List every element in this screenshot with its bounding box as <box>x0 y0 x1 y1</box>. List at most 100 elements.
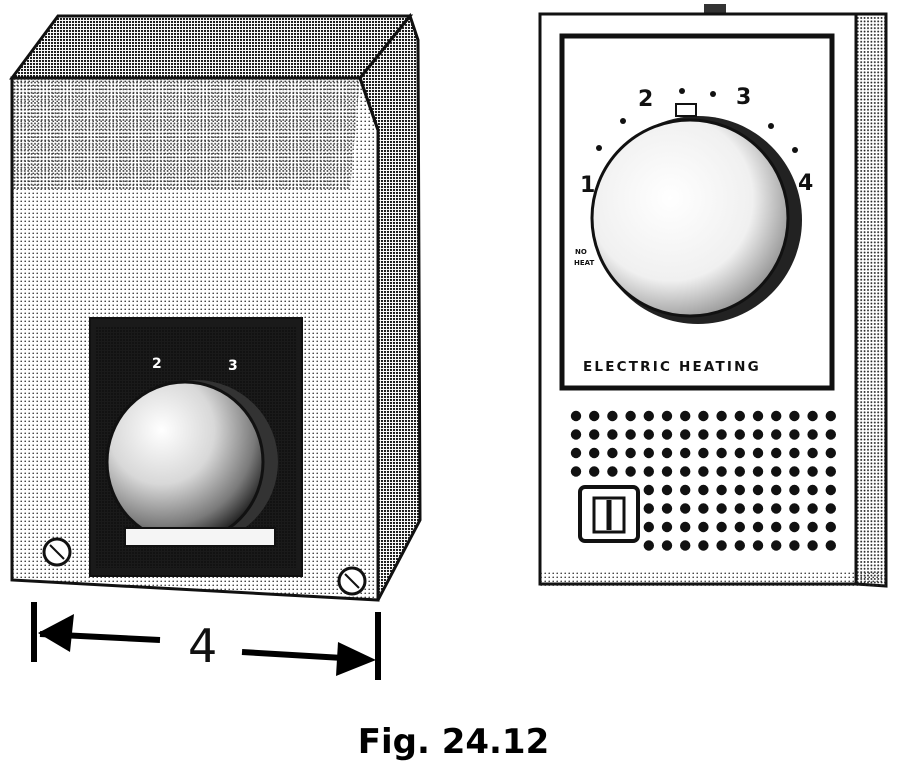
vent-hole <box>807 540 818 551</box>
vent-hole <box>625 410 636 422</box>
vent-hole <box>752 466 764 477</box>
vent-hole <box>716 484 727 496</box>
vent-hole <box>752 521 764 533</box>
right-dial-number-2: 2 <box>638 87 653 112</box>
vent-hole <box>716 447 727 459</box>
vent-hole <box>789 521 800 533</box>
vent-hole <box>734 484 745 496</box>
vent-hole <box>716 503 727 514</box>
vent-hole <box>570 447 582 459</box>
vent-hole <box>643 429 654 440</box>
vent-hole <box>752 447 764 459</box>
vent-hole <box>661 540 673 551</box>
vent-hole <box>734 447 745 459</box>
vent-hole <box>716 429 727 440</box>
vent-hole <box>698 429 709 440</box>
brand-label: ELECTRIC HEATING <box>583 359 761 375</box>
left-dial-knob[interactable] <box>105 380 265 544</box>
vent-hole <box>734 503 745 514</box>
vent-hole <box>825 466 836 477</box>
vent-hole <box>698 521 709 533</box>
vent-hole <box>789 429 800 440</box>
vent-hole <box>643 484 654 496</box>
vent-hole <box>607 466 618 477</box>
vent-hole <box>825 503 836 514</box>
figure-caption: Fig. 24.12 <box>357 722 550 762</box>
vent-hole <box>661 521 673 533</box>
left-unit-top-face <box>9 14 414 80</box>
right-dial-knob[interactable] <box>590 118 790 318</box>
vent-hole <box>625 429 636 440</box>
vent-hole <box>680 429 691 440</box>
vent-hole <box>570 410 582 422</box>
vent-hole <box>752 410 764 422</box>
vent-hole <box>643 540 654 551</box>
vent-hole <box>771 410 782 422</box>
vent-hole <box>825 447 836 459</box>
vent-hole <box>807 447 818 459</box>
vent-hole <box>698 466 709 477</box>
vent-hole <box>789 410 800 422</box>
vent-hole <box>589 410 600 422</box>
left-thermostat-unit: 2 3 <box>9 12 422 602</box>
vent-hole <box>825 410 836 422</box>
vent-hole <box>807 429 818 440</box>
vent-hole <box>752 429 764 440</box>
vent-hole <box>680 466 691 477</box>
vent-hole <box>771 484 782 496</box>
right-dial-number-1: 1 <box>580 173 595 198</box>
vent-hole <box>734 521 745 533</box>
vent-hole <box>789 503 800 514</box>
vent-hole <box>698 447 709 459</box>
vent-hole <box>825 484 836 496</box>
vent-hole <box>680 521 691 533</box>
vent-hole <box>589 429 600 440</box>
vent-hole <box>789 540 800 551</box>
vent-hole <box>643 466 654 477</box>
vent-hole <box>680 484 691 496</box>
vent-hole <box>607 410 618 422</box>
left-unit-side-face <box>358 12 422 601</box>
vent-hole <box>734 466 745 477</box>
vent-hole <box>698 484 709 496</box>
vent-hole <box>716 410 727 422</box>
dimension-label: 4 <box>188 619 217 673</box>
vent-hole <box>570 429 582 440</box>
vent-hole <box>643 447 654 459</box>
vent-hole <box>752 503 764 514</box>
vent-hole <box>771 540 782 551</box>
vent-hole <box>825 540 836 551</box>
vent-hole <box>716 540 727 551</box>
off-label-line1: NO <box>575 248 587 256</box>
vent-hole <box>716 521 727 533</box>
vent-hole <box>661 466 673 477</box>
vent-hole <box>625 447 636 459</box>
dimension-arrow: 4 <box>31 602 381 680</box>
vent-hole <box>771 447 782 459</box>
vent-hole <box>807 484 818 496</box>
vent-hole <box>661 410 673 422</box>
vent-hole <box>643 410 654 422</box>
right-dial-number-4: 4 <box>798 171 813 196</box>
right-dial-number-3: 3 <box>736 85 751 110</box>
vent-hole <box>661 429 673 440</box>
left-dial-number-3: 3 <box>228 358 238 374</box>
vent-hole <box>698 410 709 422</box>
vent-hole <box>680 410 691 422</box>
vent-hole <box>807 521 818 533</box>
vent-hole <box>771 521 782 533</box>
vent-hole <box>789 466 800 477</box>
off-label-line2: HEAT <box>574 259 595 267</box>
vent-hole <box>789 447 800 459</box>
vent-grille <box>570 410 836 551</box>
vent-hole <box>570 466 582 477</box>
vent-hole <box>807 503 818 514</box>
vent-hole <box>607 429 618 440</box>
left-unit-upper-band <box>12 78 360 190</box>
vent-hole <box>771 466 782 477</box>
vent-hole <box>807 410 818 422</box>
vent-hole <box>661 503 673 514</box>
left-dial-number-2: 2 <box>152 356 162 372</box>
vent-hole <box>607 447 618 459</box>
right-unit-side-face <box>854 12 888 588</box>
